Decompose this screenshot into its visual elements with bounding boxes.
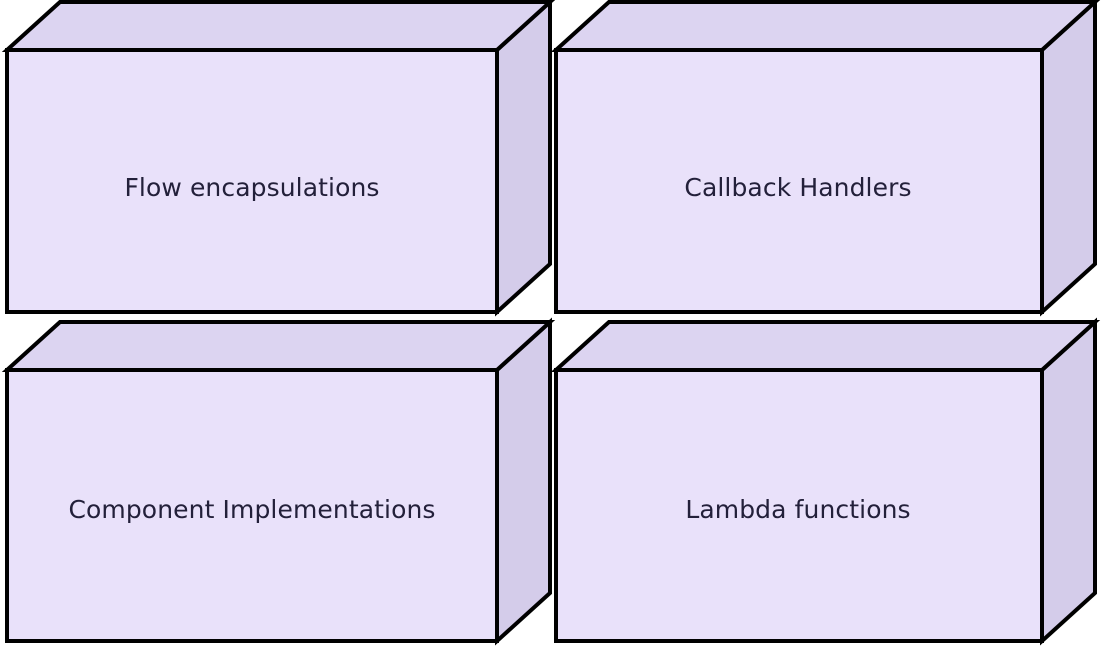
node-front-face[interactable] [554,368,1044,643]
node-side-face [495,317,552,646]
node-component-implementations[interactable]: Component Implementations [1,317,556,646]
node-label: Component Implementations [68,495,435,524]
node-side-face [1040,317,1097,646]
node-front-face[interactable] [5,48,499,314]
node-callback-handlers[interactable]: Callback Handlers [550,0,1101,317]
node-flow-encapsulations[interactable]: Flow encapsulations [1,0,556,317]
node-label: Callback Handlers [684,173,911,202]
node-top-face [550,0,1101,52]
node-label: Lambda functions [685,495,910,524]
node-side-face [495,0,552,317]
node-side-face [1040,0,1097,317]
node-label: Flow encapsulations [124,173,379,202]
node-lambda-functions[interactable]: Lambda functions [550,317,1101,646]
node-top-face [1,0,556,52]
node-front-face[interactable] [5,368,499,643]
node-top-face [550,320,1101,372]
node-top-face [1,320,556,372]
node-front-face[interactable] [554,48,1044,314]
